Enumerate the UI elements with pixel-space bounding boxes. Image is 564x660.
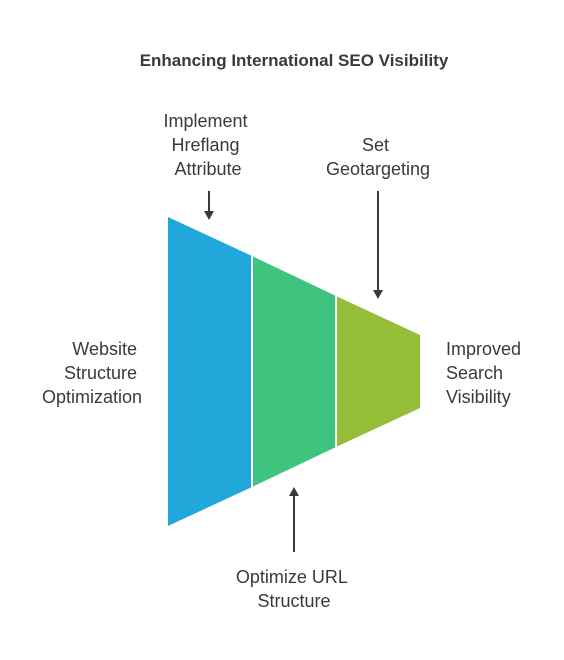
label-hreflang-line-1: Implement bbox=[163, 111, 247, 131]
label-start-line-1: Website bbox=[72, 339, 137, 359]
funnel-segment-geotargeting bbox=[336, 296, 420, 447]
label-start: Website Structure Optimization bbox=[42, 339, 142, 407]
arrow-down-icon bbox=[204, 211, 214, 220]
label-start-line-2: Structure bbox=[64, 363, 137, 383]
arrow-up-icon bbox=[289, 487, 299, 496]
label-geotargeting-line-1: Set bbox=[362, 135, 389, 155]
label-end: Improved Search Visibility bbox=[446, 339, 526, 407]
funnel-segment-url-structure bbox=[252, 256, 336, 487]
label-end-line-3: Visibility bbox=[446, 387, 511, 407]
label-hreflang-line-3: Attribute bbox=[174, 159, 241, 179]
label-end-line-2: Search bbox=[446, 363, 503, 383]
label-geotargeting: Set Geotargeting bbox=[326, 135, 430, 179]
arrow-down-icon bbox=[373, 290, 383, 299]
label-url-structure: Optimize URL Structure bbox=[236, 567, 352, 611]
label-url-structure-line-2: Structure bbox=[257, 591, 330, 611]
label-hreflang-line-2: Hreflang bbox=[171, 135, 239, 155]
label-geotargeting-line-2: Geotargeting bbox=[326, 159, 430, 179]
label-end-line-1: Improved bbox=[446, 339, 521, 359]
label-url-structure-line-1: Optimize URL bbox=[236, 567, 348, 587]
label-hreflang: Implement Hreflang Attribute bbox=[163, 111, 252, 179]
diagram-title: Enhancing International SEO Visibility bbox=[140, 51, 449, 70]
label-start-line-3: Optimization bbox=[42, 387, 142, 407]
funnel-segment-website-structure bbox=[168, 217, 252, 526]
